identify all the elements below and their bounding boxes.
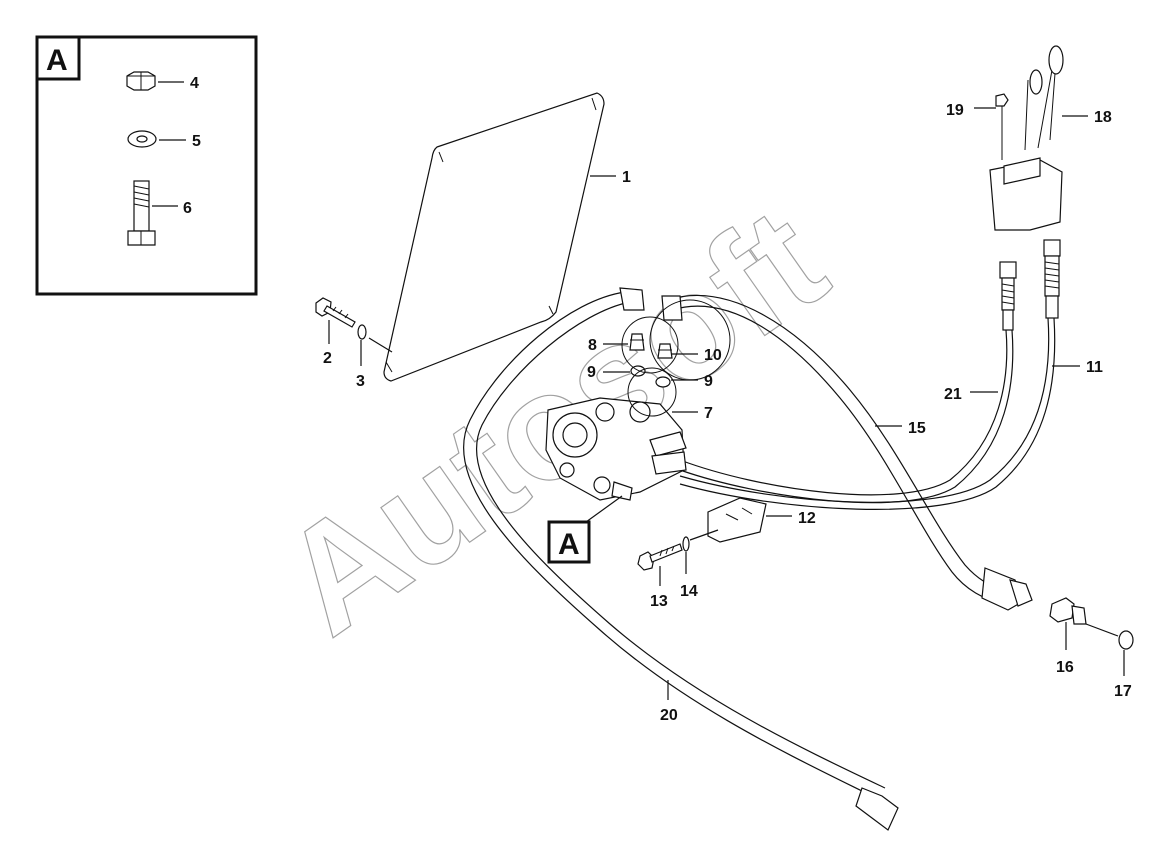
fitting-16 (1049, 597, 1087, 625)
callout-20: 20 (660, 707, 678, 724)
callout-4: 4 (190, 75, 199, 92)
callout-15: 15 (908, 420, 926, 437)
callout-box-letter: A (558, 528, 580, 561)
callout-10: 10 (704, 347, 722, 364)
detail-box-letter: A (46, 44, 68, 77)
callout-18: 18 (1094, 109, 1112, 126)
screw-19 (995, 93, 1009, 160)
screw-2 (315, 297, 356, 328)
control-lever-assembly (989, 45, 1064, 231)
fitting-10 (657, 343, 673, 359)
hex-nut (126, 71, 156, 91)
callout-11: 11 (1086, 359, 1103, 376)
callout-6: 6 (183, 200, 192, 217)
callout-13: 13 (650, 593, 668, 610)
detail-box-a: A 4 5 6 (35, 35, 258, 296)
callout-9-left: 9 (587, 364, 596, 381)
callout-14: 14 (680, 583, 698, 600)
cable-end-right (1043, 239, 1061, 319)
callout-17: 17 (1114, 683, 1132, 700)
hose-15 (661, 295, 1033, 611)
callout-3: 3 (356, 373, 365, 390)
hose-20 (463, 287, 899, 831)
bracket-12 (707, 497, 767, 543)
callout-21: 21 (944, 386, 962, 403)
hex-bolt (127, 180, 156, 246)
cover-plate (383, 92, 605, 382)
bolt-13 (637, 543, 683, 571)
callout-1: 1 (622, 169, 631, 186)
cable-21 (679, 329, 1014, 504)
washer-14 (682, 536, 690, 552)
washer-3 (357, 324, 367, 340)
callout-box-a: A (547, 495, 623, 564)
cable-11 (679, 317, 1056, 510)
seal-17 (1118, 630, 1134, 650)
washer (127, 130, 157, 148)
callout-19: 19 (946, 102, 964, 119)
o-ring-9-right (655, 376, 671, 388)
callout-16: 16 (1056, 659, 1074, 676)
callout-7: 7 (704, 405, 713, 422)
callout-2: 2 (323, 350, 332, 367)
cable-end-left (999, 261, 1017, 331)
callout-5: 5 (192, 133, 201, 150)
fitting-8 (629, 333, 645, 351)
callout-12: 12 (798, 510, 816, 527)
control-valve (545, 397, 687, 501)
callout-8: 8 (588, 337, 597, 354)
callout-9-right: 9 (704, 373, 713, 390)
